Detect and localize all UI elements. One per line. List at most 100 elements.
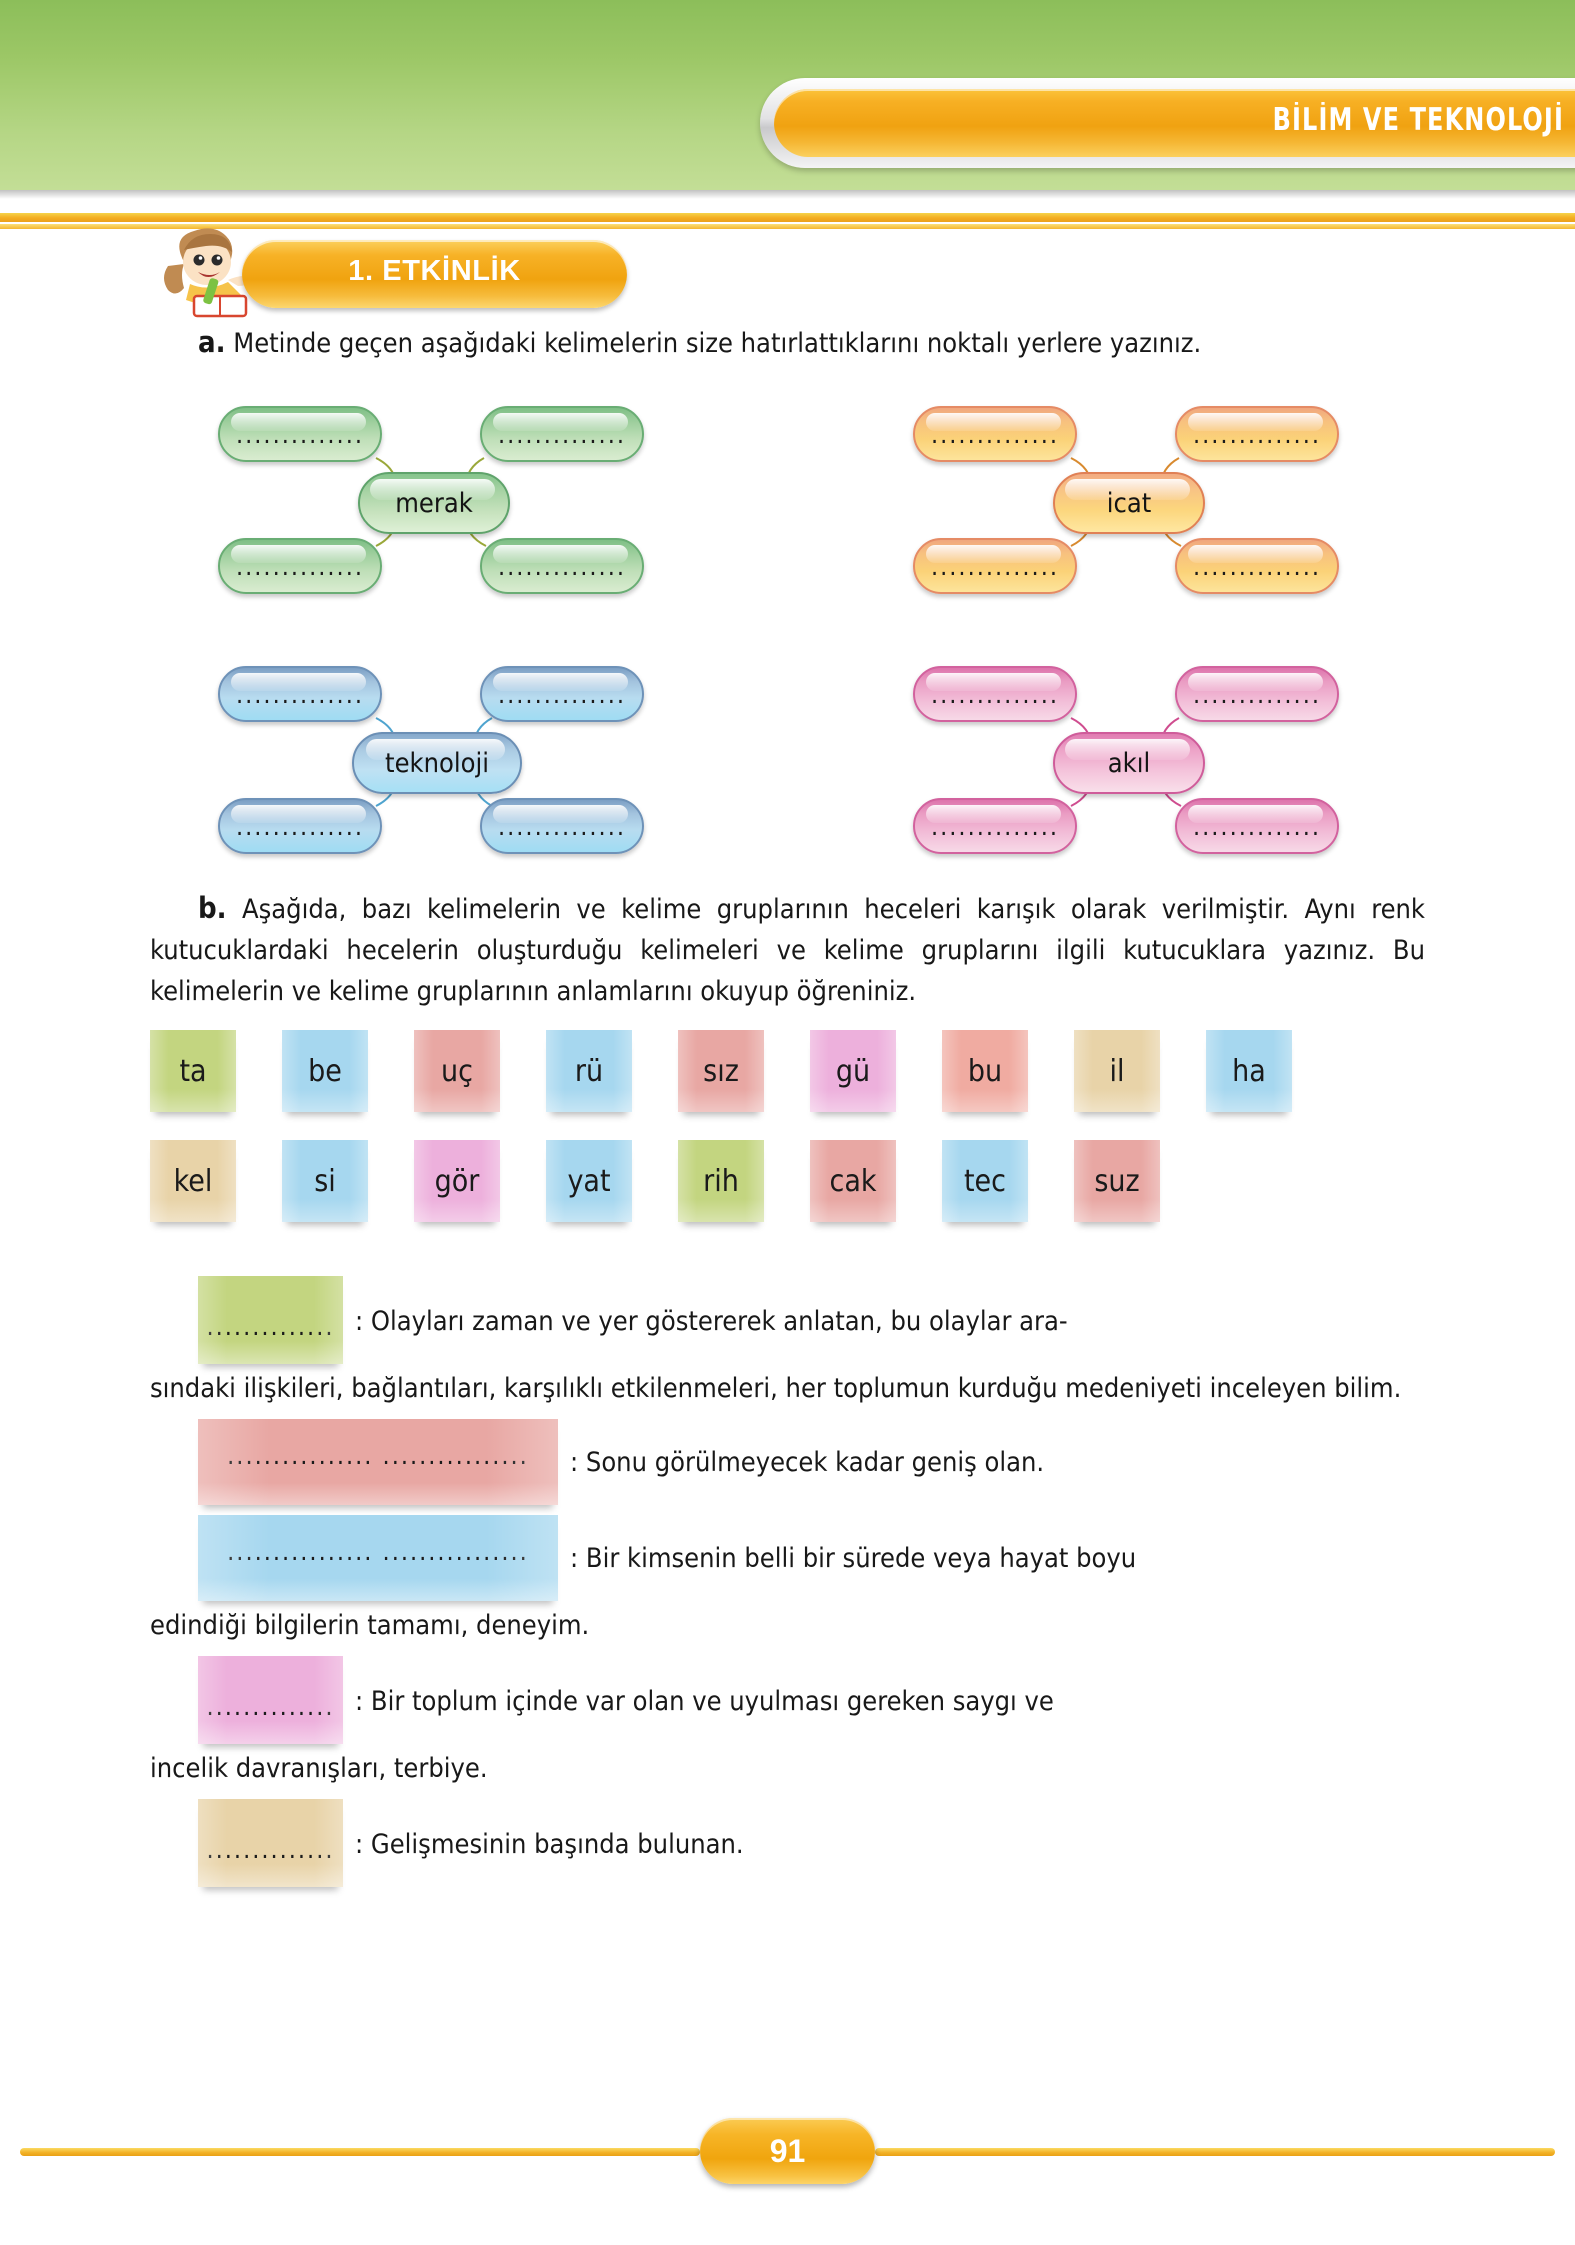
map-leaf[interactable]: .............. <box>218 798 382 855</box>
map-center-node: teknoloji <box>352 732 522 795</box>
map-center-node: icat <box>1053 472 1205 535</box>
map-leaf-placeholder: .............. <box>931 551 1059 581</box>
syllable-tile[interactable]: kel <box>150 1140 236 1223</box>
footer-rule-right <box>875 2148 1555 2156</box>
map-leaf[interactable]: .............. <box>913 538 1077 595</box>
syllable-tile[interactable]: rih <box>678 1140 764 1223</box>
definition-item: .............. : Gelişmesinin başında bul… <box>0 1799 1575 1888</box>
map-leaf-placeholder: .............. <box>931 419 1059 449</box>
page-number: 91 <box>700 2118 875 2184</box>
syllable-tile[interactable]: yat <box>546 1140 632 1223</box>
map-leaf[interactable]: .............. <box>1175 538 1339 595</box>
syllable-tile-label: gör <box>434 1163 480 1199</box>
syllable-tile[interactable]: be <box>282 1030 368 1113</box>
syllable-tile[interactable]: gör <box>414 1140 500 1223</box>
answer-box[interactable]: .............. <box>198 1799 343 1888</box>
answer-box[interactable]: .............. <box>198 1276 343 1365</box>
definition-list: ..............: Olayları zaman ve yer gö… <box>0 1276 1575 1888</box>
syllable-tile-label: si <box>314 1163 336 1199</box>
word-map-icat: .............. .............. icat .....… <box>895 386 1355 616</box>
map-leaf[interactable]: .............. <box>218 666 382 723</box>
definition-continuation: sındaki ilişkileri, bağlantıları, karşıl… <box>150 1373 1402 1405</box>
definition-first-line: ..............: Olayları zaman ve yer gö… <box>150 1276 1425 1365</box>
syllable-tile[interactable]: tec <box>942 1140 1028 1223</box>
map-leaf[interactable]: .............. <box>913 666 1077 723</box>
syllable-tile[interactable]: suz <box>1074 1140 1160 1223</box>
word-map-group: .............. .............. merak ....… <box>0 386 1575 886</box>
unit-banner-inner: BİLİM VE TEKNOLOJİ <box>774 89 1575 157</box>
syllable-tile-label: rih <box>703 1163 739 1199</box>
definition-first-line: ..............: Bir toplum içinde var ol… <box>150 1656 1425 1745</box>
map-leaf-placeholder: .............. <box>236 811 364 841</box>
activity-label: 1. ETKİNLİK <box>348 255 521 287</box>
definition-text: : Bir kimsenin belli bir sürede veya hay… <box>570 1542 1137 1574</box>
definition-text: : Gelişmesinin başında bulunan. <box>355 1829 744 1861</box>
map-leaf-placeholder: .............. <box>1193 551 1321 581</box>
answer-box[interactable]: ................ ................ <box>198 1515 558 1602</box>
answer-box-placeholder: ................ ................ <box>227 1537 529 1567</box>
map-leaf[interactable]: .............. <box>480 666 644 723</box>
map-leaf[interactable]: .............. <box>218 538 382 595</box>
syllable-tile-label: bu <box>967 1053 1003 1089</box>
syllable-tile-label: gü <box>835 1053 871 1089</box>
syllable-tile[interactable]: ha <box>1206 1030 1292 1113</box>
syllable-tile[interactable]: cak <box>810 1140 896 1223</box>
syllable-tile[interactable]: gü <box>810 1030 896 1113</box>
answer-box[interactable]: ................ ................ <box>198 1419 558 1506</box>
answer-box-placeholder: ................ ................ <box>227 1441 529 1471</box>
definition-first-line: ................ ................ : Bir k… <box>150 1515 1425 1602</box>
map-leaf-placeholder: .............. <box>236 551 364 581</box>
map-leaf-placeholder: .............. <box>236 419 364 449</box>
definition-item: ..............: Olayları zaman ve yer gö… <box>0 1276 1575 1409</box>
syllable-tile[interactable]: uç <box>414 1030 500 1113</box>
map-leaf[interactable]: .............. <box>480 798 644 855</box>
map-leaf[interactable]: .............. <box>480 538 644 595</box>
definition-text: : Sonu görülmeyecek kadar geniş olan. <box>570 1446 1045 1478</box>
map-center-word: akıl <box>1107 747 1151 779</box>
syllable-tile-label: ha <box>1232 1053 1266 1089</box>
answer-box[interactable]: .............. <box>198 1656 343 1745</box>
task-b-marker: b. <box>198 891 227 926</box>
syllable-tile[interactable]: ta <box>150 1030 236 1113</box>
map-leaf[interactable]: .............. <box>913 406 1077 463</box>
syllable-tile[interactable]: sız <box>678 1030 764 1113</box>
definition-item: ................ ................ : Bir k… <box>0 1515 1575 1646</box>
map-center-node: akıl <box>1053 732 1205 795</box>
word-map-akil: .............. .............. akıl .....… <box>895 646 1355 876</box>
syllable-tile[interactable]: rü <box>546 1030 632 1113</box>
header-orange-rule-secondary <box>0 224 1575 229</box>
map-leaf[interactable]: .............. <box>480 406 644 463</box>
map-leaf-placeholder: .............. <box>1193 811 1321 841</box>
syllable-tile[interactable]: bu <box>942 1030 1028 1113</box>
syllable-tile-label: ta <box>179 1053 207 1089</box>
map-leaf[interactable]: .............. <box>218 406 382 463</box>
header-orange-rule <box>0 213 1575 222</box>
footer-rule-left <box>20 2148 700 2156</box>
map-leaf[interactable]: .............. <box>913 798 1077 855</box>
word-map-merak: .............. .............. merak ....… <box>200 386 660 616</box>
map-leaf[interactable]: .............. <box>1175 666 1339 723</box>
definition-item: ..............: Bir toplum içinde var ol… <box>0 1656 1575 1789</box>
syllable-tile-label: yat <box>567 1163 611 1199</box>
task-b-paragraph: b. Aşağıda, bazı kelimelerin ve kelime g… <box>150 886 1425 1012</box>
activity-badge: 1. ETKİNLİK <box>242 240 627 308</box>
unit-banner: BİLİM VE TEKNOLOJİ <box>760 78 1575 168</box>
map-leaf[interactable]: .............. <box>1175 406 1339 463</box>
map-center-word: teknoloji <box>385 747 489 779</box>
activity-header: 1. ETKİNLİK <box>150 228 1575 320</box>
map-leaf-placeholder: .............. <box>931 679 1059 709</box>
girl-reading-icon <box>164 228 263 318</box>
page-content: 1. ETKİNLİK a. Metinde geçen aşağıdaki k… <box>0 228 1575 1897</box>
unit-title: BİLİM VE TEKNOLOJİ <box>1272 102 1564 138</box>
syllable-tile[interactable]: si <box>282 1140 368 1223</box>
map-leaf[interactable]: .............. <box>1175 798 1339 855</box>
syllable-tile[interactable]: il <box>1074 1030 1160 1113</box>
map-leaf-placeholder: .............. <box>236 679 364 709</box>
syllable-tile-label: suz <box>1094 1163 1140 1199</box>
definition-first-line: ................ ................ : Sonu … <box>150 1419 1425 1506</box>
definition-continuation: incelik davranışları, terbiye. <box>150 1753 488 1785</box>
map-leaf-placeholder: .............. <box>498 679 626 709</box>
answer-box-placeholder: .............. <box>206 1692 335 1722</box>
